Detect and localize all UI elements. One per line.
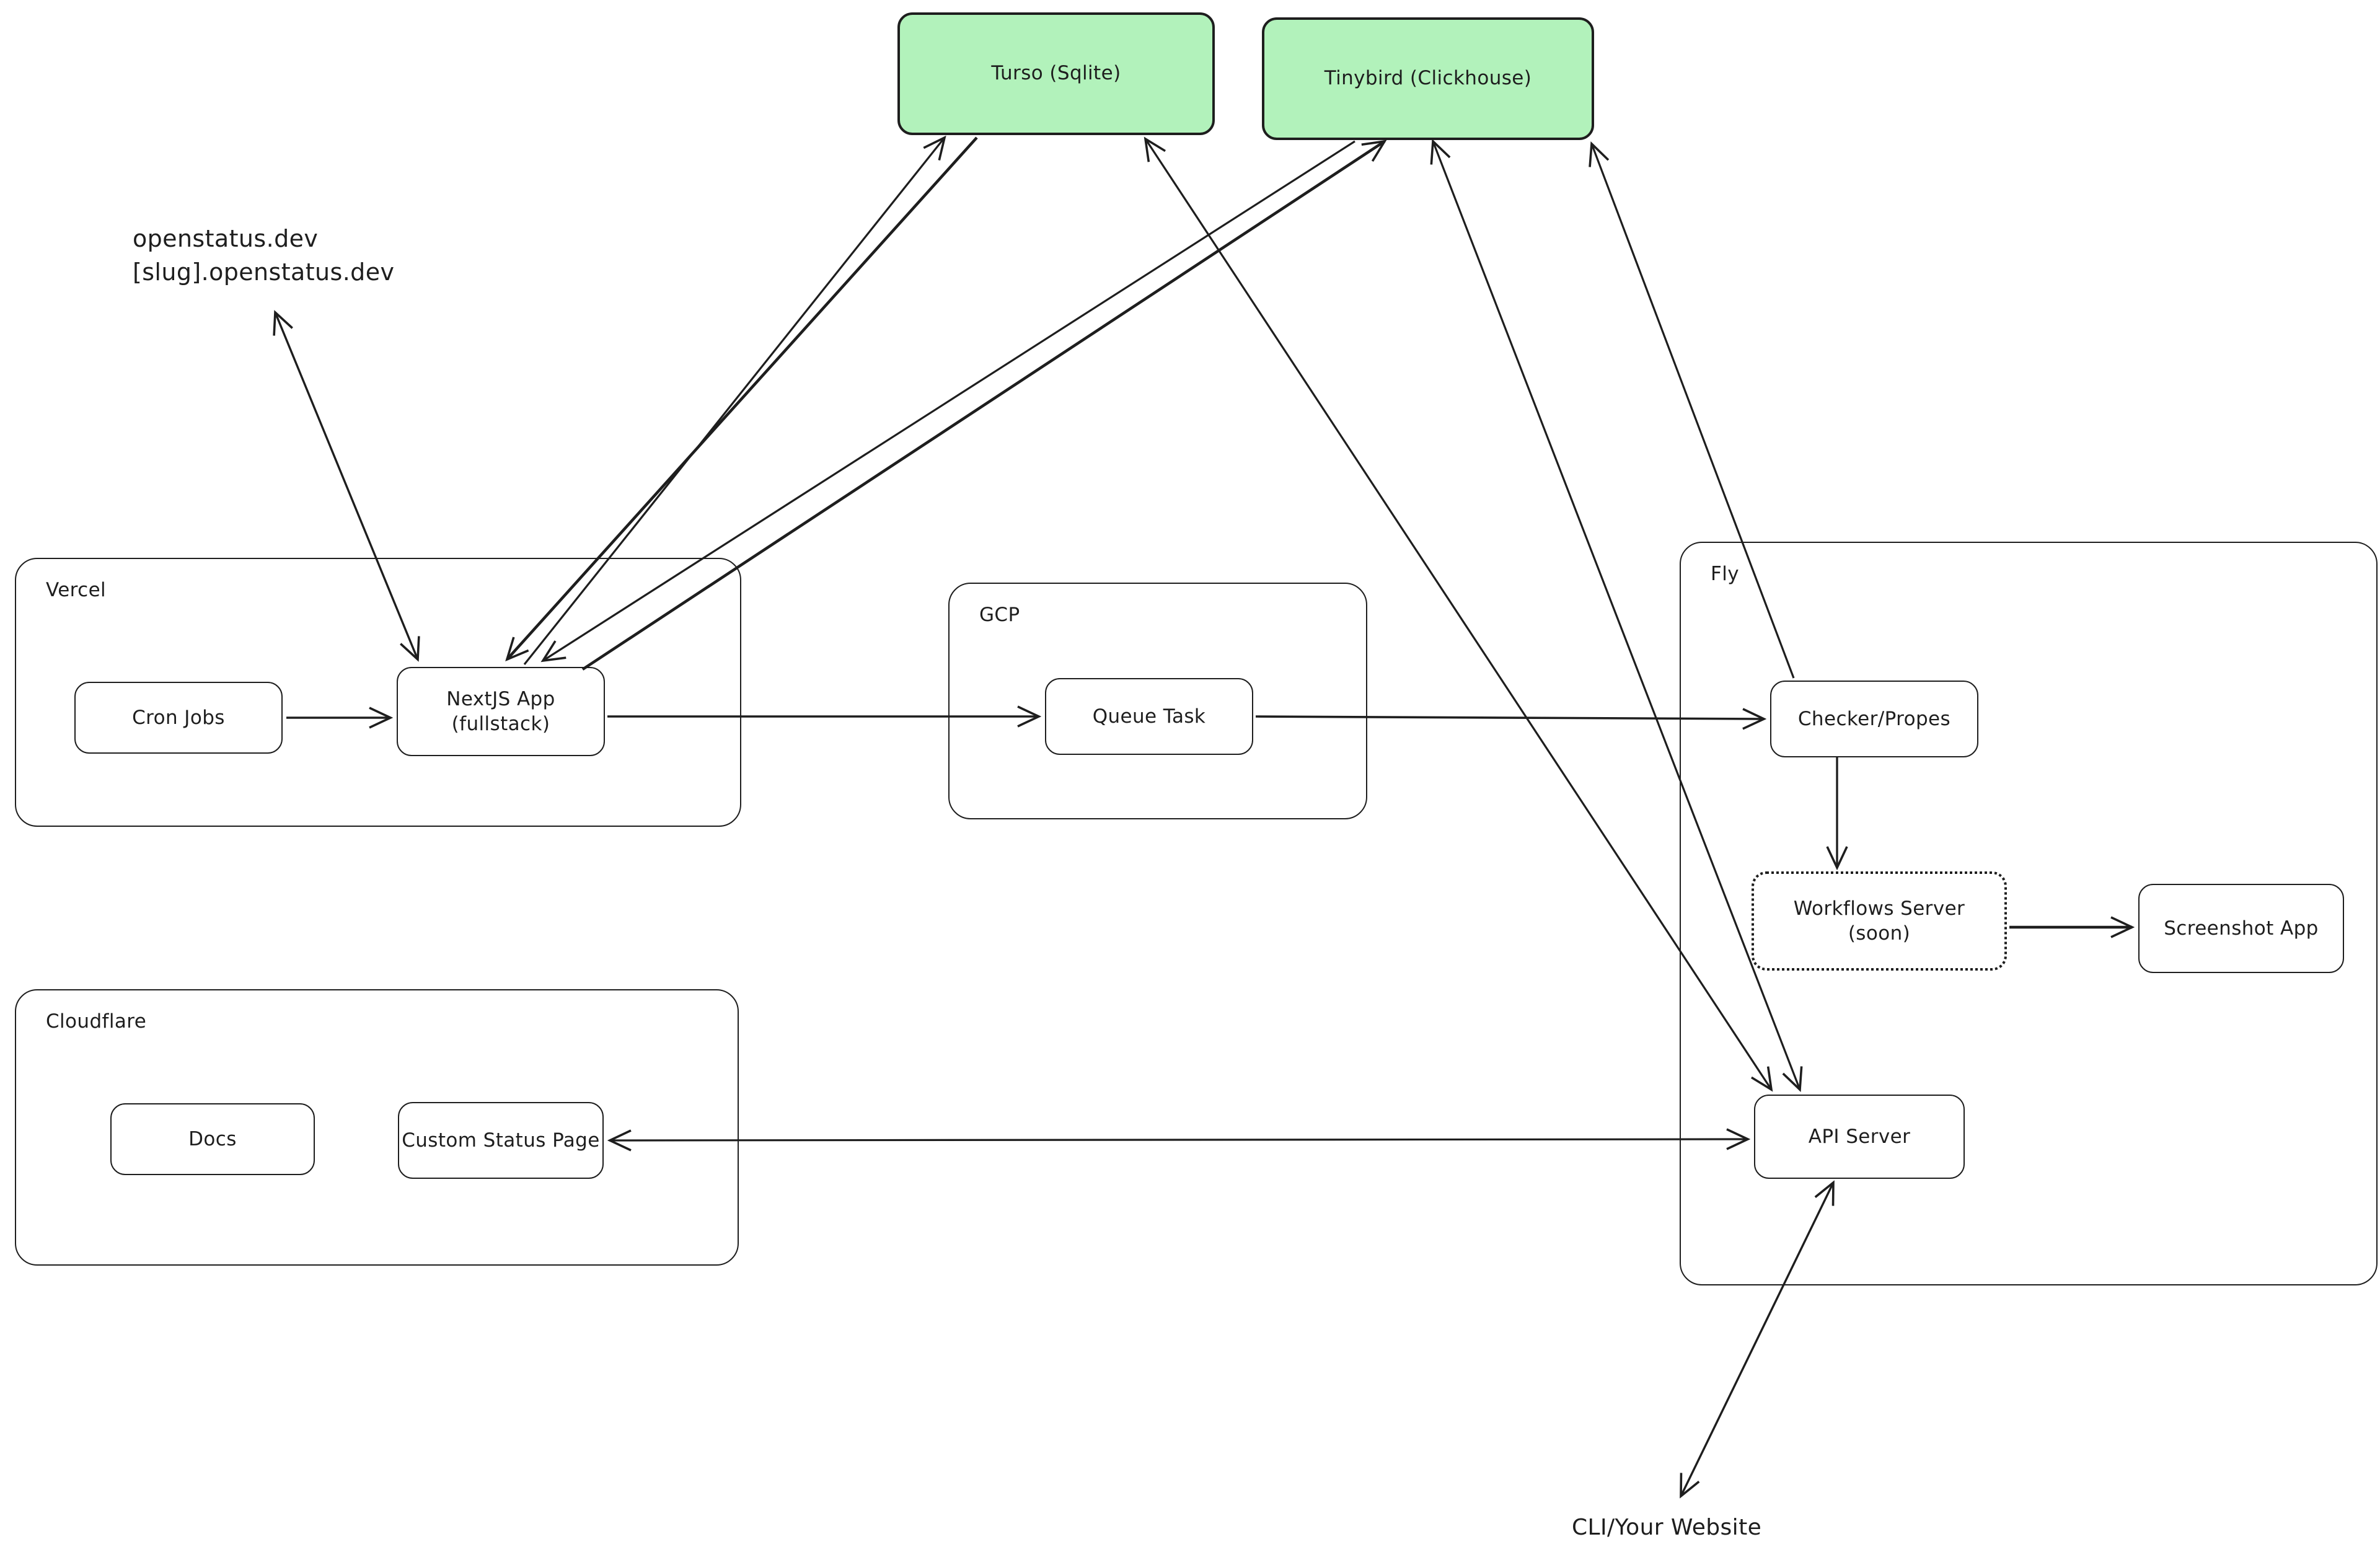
node-nextjs-app-label: NextJS App (446, 687, 555, 710)
label-openstatus-domains-line1: openstatus.dev (133, 226, 319, 253)
node-cron-jobs: Cron Jobs (74, 682, 283, 754)
edge-nextjs-turso (523, 138, 945, 665)
edge-turso-api (1145, 139, 1771, 1090)
edge-tinybird-api (1433, 141, 1800, 1090)
node-screenshot-app-label: Screenshot App (2164, 917, 2319, 940)
edge-api-cli (1681, 1183, 1833, 1496)
node-docs-label: Docs (188, 1127, 237, 1150)
node-docs: Docs (110, 1103, 315, 1175)
node-nextjs-app: NextJS App (fullstack) (397, 667, 605, 756)
edge-checker-tinybird (1592, 144, 1795, 679)
node-turso-label: Turso (Sqlite) (991, 62, 1121, 85)
node-checker-propes-label: Checker/Propes (1797, 707, 1951, 730)
node-cron-jobs-label: Cron Jobs (132, 706, 225, 729)
container-vercel-label: Vercel (46, 579, 107, 601)
edge-api-statuspage (610, 1139, 1748, 1140)
node-workflows-server-sublabel: (soon) (1848, 922, 1911, 945)
container-cloudflare-label: Cloudflare (46, 1010, 147, 1033)
node-turso: Turso (Sqlite) (897, 12, 1215, 135)
edge-domains-nextjs (275, 312, 418, 659)
container-gcp-label: GCP (979, 604, 1020, 626)
node-checker-propes: Checker/Propes (1770, 681, 1978, 757)
edge-queue-checker (1255, 716, 1764, 719)
node-nextjs-app-sublabel: (fullstack) (451, 713, 550, 735)
edge-turso-nextjs (507, 136, 978, 659)
edge-tinybird-nextjs (543, 140, 1355, 661)
label-cli-your-website: CLI/Your Website (1572, 1515, 1762, 1541)
node-api-server-label: API Server (1808, 1125, 1911, 1148)
label-openstatus-domains: openstatus.dev [slug].openstatus.dev (133, 223, 394, 289)
node-custom-status-page: Custom Status Page (398, 1102, 604, 1179)
node-api-server: API Server (1754, 1095, 1965, 1179)
label-openstatus-domains-line2: [slug].openstatus.dev (133, 258, 395, 286)
node-tinybird: Tinybird (Clickhouse) (1262, 17, 1594, 140)
node-tinybird-label: Tinybird (Clickhouse) (1324, 67, 1532, 90)
node-custom-status-page-label: Custom Status Page (402, 1129, 600, 1152)
edge-nextjs-tinybird (581, 141, 1385, 671)
container-cloudflare: Cloudflare (15, 989, 739, 1266)
node-screenshot-app: Screenshot App (2138, 884, 2344, 973)
node-workflows-server-label: Workflows Server (1793, 897, 1965, 920)
